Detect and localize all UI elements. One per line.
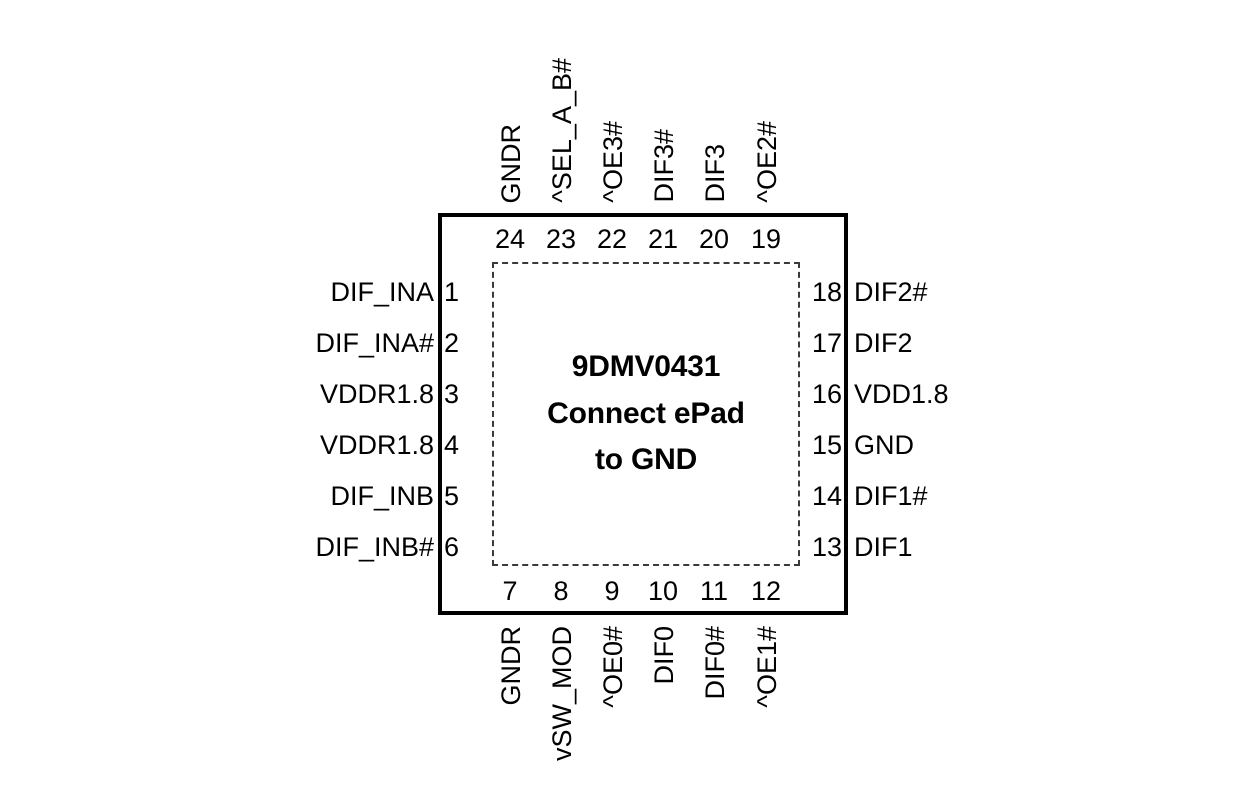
pin-label-22-oe3: ^OE3# bbox=[598, 121, 628, 203]
pin-number-23: 23 bbox=[545, 224, 577, 254]
pin-number-21: 21 bbox=[647, 224, 679, 254]
pin-number-5: 5 bbox=[444, 481, 460, 511]
pin-number-12: 12 bbox=[750, 576, 782, 606]
pin-label-20-dif3: DIF3 bbox=[700, 144, 730, 203]
pin-label-9-oe0: ^OE0# bbox=[598, 626, 628, 708]
pin-label-8-sw-mod: vSW_MOD bbox=[547, 626, 577, 761]
pin-number-4: 4 bbox=[444, 430, 460, 460]
pin-number-14: 14 bbox=[812, 481, 843, 511]
pin-number-6: 6 bbox=[444, 532, 460, 562]
pin-label-1-dif-ina: DIF_INA bbox=[330, 277, 434, 307]
epad-note-line-2: to GND bbox=[594, 443, 698, 477]
pin-label-7-gndr: GNDR bbox=[496, 626, 526, 706]
pin-number-1: 1 bbox=[444, 277, 460, 307]
pin-number-10: 10 bbox=[647, 576, 679, 606]
pin-label-17-dif2: DIF2 bbox=[854, 328, 913, 358]
pin-number-15: 15 bbox=[812, 430, 843, 460]
pin-number-7: 7 bbox=[502, 576, 518, 606]
pin-label-18-dif2-n: DIF2# bbox=[854, 277, 928, 307]
part-number: 9DMV0431 bbox=[571, 350, 721, 384]
pin-number-13: 13 bbox=[812, 532, 843, 562]
pin-label-13-dif1: DIF1 bbox=[854, 532, 913, 562]
pin-label-11-dif0-n: DIF0# bbox=[700, 626, 730, 700]
pin-number-19: 19 bbox=[750, 224, 782, 254]
epad-note-line-1: Connect ePad bbox=[547, 396, 745, 430]
pin-label-21-dif3-n: DIF3# bbox=[649, 129, 679, 203]
pin-label-23-sel-a-b: ^SEL_A_B# bbox=[547, 58, 577, 203]
pin-number-8: 8 bbox=[553, 576, 569, 606]
pin-label-12-oe1: ^OE1# bbox=[752, 626, 782, 708]
exposed-pad-outline bbox=[492, 262, 800, 566]
pin-number-18: 18 bbox=[812, 277, 843, 307]
pin-label-2-dif-ina-n: DIF_INA# bbox=[315, 328, 434, 358]
pin-label-10-dif0: DIF0 bbox=[649, 626, 679, 685]
part-marking: 9DMV0431 Connect ePad to GND bbox=[492, 262, 800, 566]
pin-label-19-oe2: ^OE2# bbox=[752, 121, 782, 203]
pin-label-24-gndr: GNDR bbox=[496, 123, 526, 204]
pin-label-5-dif-inb: DIF_INB bbox=[330, 481, 434, 511]
pin-number-3: 3 bbox=[444, 379, 460, 409]
pin-number-11: 11 bbox=[699, 576, 729, 606]
pin-label-3-vddr18: VDDR1.8 bbox=[319, 379, 434, 409]
pin-label-4-vddr18: VDDR1.8 bbox=[319, 430, 434, 460]
pin-number-17: 17 bbox=[812, 328, 843, 358]
pin-number-9: 9 bbox=[604, 576, 620, 606]
pin-number-22: 22 bbox=[596, 224, 628, 254]
pin-number-16: 16 bbox=[812, 379, 843, 409]
pin-label-15-gnd: GND bbox=[854, 430, 914, 460]
pin-label-6-dif-inb-n: DIF_INB# bbox=[315, 532, 434, 562]
pin-number-24: 24 bbox=[494, 224, 526, 254]
pin-number-20: 20 bbox=[698, 224, 730, 254]
pin-label-16-vdd18: VDD1.8 bbox=[854, 379, 949, 409]
pin-number-2: 2 bbox=[444, 328, 460, 358]
pin-label-14-dif1-n: DIF1# bbox=[854, 481, 928, 511]
chip-package-outline bbox=[438, 213, 848, 615]
